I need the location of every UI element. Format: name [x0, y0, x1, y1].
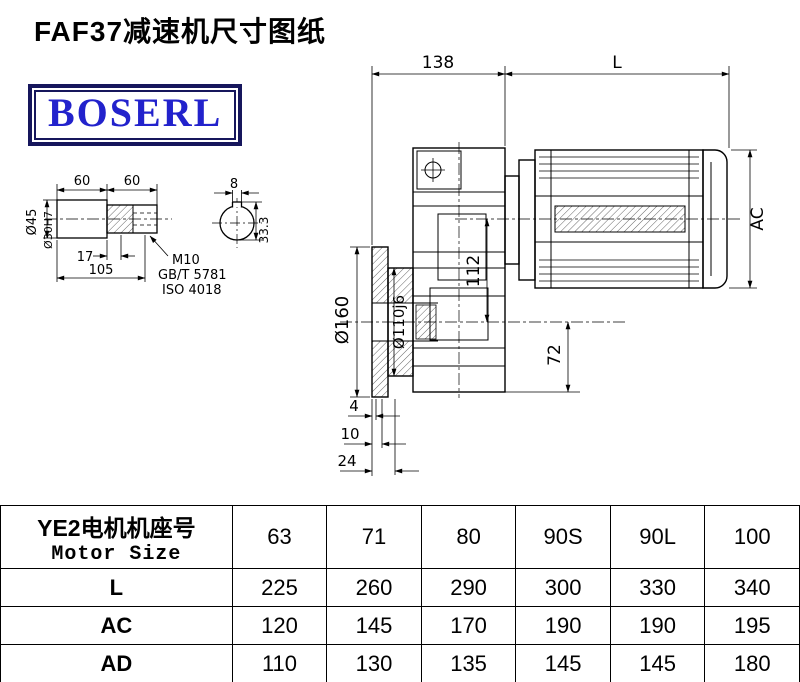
value-L-0: 225 [231, 568, 328, 607]
shaft-dimensions [43, 184, 169, 282]
value-AC-2: 170 [420, 606, 517, 645]
shaft-dia-label: Ø45 [25, 209, 40, 236]
value-AC-3: 190 [515, 606, 611, 645]
value-AD-4: 145 [609, 644, 706, 682]
motor-size-col-0: 63 [231, 505, 328, 569]
motor-size-col-4: 90L [609, 505, 706, 569]
gb-standard-label: GB/T 5781 [158, 268, 227, 283]
page-title: FAF37减速机尺寸图纸 [34, 16, 327, 47]
value-AD-0: 110 [231, 644, 328, 682]
bore-dia-label: Ø30H7 [42, 211, 55, 249]
flange-dia-label: Ø160 [332, 296, 353, 345]
motor-size-col-2: 80 [420, 505, 517, 569]
value-AD-2: 135 [420, 644, 517, 682]
dim-60a-label: 60 [74, 174, 91, 189]
dim-112-label: 112 [464, 255, 484, 287]
thread-hidden-lines [133, 212, 157, 226]
dim-24-label: 24 [337, 452, 356, 470]
dimension-labels: 138 L AC 112 72 Ø160 Ø110j6 4 10 24 [332, 53, 768, 470]
pilot-dia-label: Ø110j6 [390, 295, 408, 349]
shaft-section [212, 190, 262, 248]
dim-105-label: 105 [89, 263, 114, 278]
motor-size-col-5: 100 [704, 505, 800, 569]
output-flange [371, 246, 438, 398]
value-AC-5: 195 [704, 606, 800, 645]
row-label-AC: AC [0, 606, 233, 645]
section-dimensions [214, 190, 262, 241]
table-row-L: L 225 260 290 300 330 340 [0, 568, 800, 607]
motor-fins [539, 156, 699, 282]
brand-logo-text: BOSERL [34, 90, 237, 140]
inspection-hole [421, 158, 445, 182]
motor-size-col-1: 71 [326, 505, 422, 569]
value-AC-0: 120 [231, 606, 328, 645]
dim-333-label: 33.3 [257, 217, 271, 244]
main-dimensions [340, 66, 757, 476]
dim-72-label: 72 [545, 344, 565, 366]
dim-60b-label: 60 [124, 174, 141, 189]
dimension-table: YE2电机机座号 Motor Size 63 71 80 90S 90L 100… [0, 505, 800, 682]
value-L-3: 300 [515, 568, 611, 607]
value-L-5: 340 [704, 568, 800, 607]
value-AC-4: 190 [609, 606, 706, 645]
dim-10-label: 10 [340, 425, 359, 443]
value-AD-3: 145 [515, 644, 611, 682]
row-label-AD: AD [0, 644, 233, 682]
brand-logo: BOSERL [28, 84, 243, 146]
header-en: Motor Size [51, 542, 182, 566]
dim-17-label: 17 [77, 250, 94, 265]
value-L-2: 290 [420, 568, 517, 607]
dim-8-label: 8 [230, 177, 238, 192]
table-row-AC: AC 120 145 170 190 190 195 [0, 606, 800, 645]
value-L-1: 260 [326, 568, 422, 607]
thread-label: M10 [172, 253, 200, 268]
dim-AC-label: AC [748, 207, 768, 230]
value-AD-1: 130 [326, 644, 422, 682]
value-L-4: 330 [609, 568, 706, 607]
row-label-L: L [0, 568, 233, 607]
value-AD-5: 180 [704, 644, 800, 682]
value-AC-1: 145 [326, 606, 422, 645]
motor [504, 149, 728, 289]
iso-standard-label: ISO 4018 [162, 283, 222, 298]
dim-L-label: L [612, 53, 622, 73]
motor-size-col-3: 90S [515, 505, 611, 569]
keyway [231, 201, 243, 208]
header-cn: YE2电机机座号 [37, 514, 196, 541]
table-row-AD: AD 110 130 135 145 145 180 [0, 644, 800, 682]
dim-138-label: 138 [422, 53, 454, 73]
motor-size-header-cell: YE2电机机座号 Motor Size [0, 505, 233, 569]
shaft-detail [43, 184, 172, 282]
technical-drawing: 138 L AC 112 72 Ø160 Ø110j6 4 10 24 60 6… [25, 53, 768, 476]
dim-4-label: 4 [349, 397, 359, 415]
shaft-labels: 60 60 Ø45 Ø30H7 17 105 M10 GB/T 5781 ISO… [25, 174, 271, 298]
